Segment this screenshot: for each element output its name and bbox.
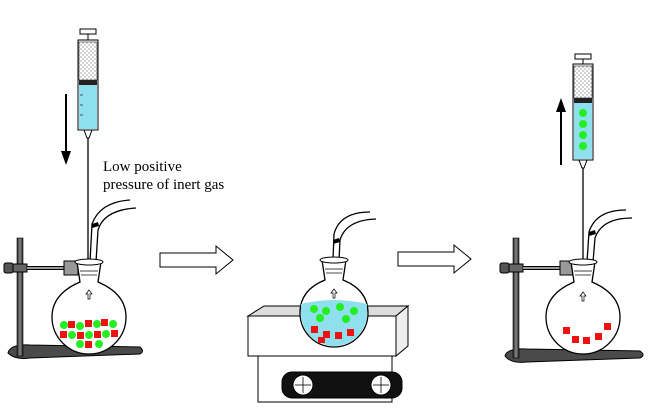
setup-right [499,53,644,363]
setup-left [3,28,143,359]
bead-mixture [60,319,118,348]
syringe-icon [77,28,99,292]
ring-stand-icon [499,237,644,363]
round-bottom-flask-icon [299,256,369,348]
gas-tube-icon [89,199,137,263]
process-arrow-icon [397,243,472,275]
bead-mixture [310,303,358,343]
stirring-hotplate-icon [246,304,410,403]
annotation-line-1: Low positive [103,159,182,175]
down-arrow-icon [61,94,71,165]
round-bottom-flask-icon [51,258,127,355]
inert-gas-annotation: Low positive pressure of inert gas [103,158,224,194]
process-arrow-icon [159,244,234,276]
up-arrow-icon [556,98,566,165]
gas-tube-icon [586,209,633,263]
red-beads-remaining [563,323,611,344]
annotation-line-2: pressure of inert gas [103,177,225,193]
setup-middle [246,211,410,403]
gas-tube-icon [332,211,377,261]
